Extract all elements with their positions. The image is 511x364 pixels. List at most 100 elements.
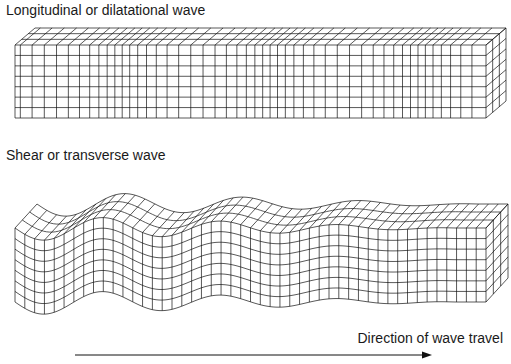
grid-line [211, 198, 233, 222]
grid-line [35, 28, 506, 29]
grid-line [130, 28, 150, 45]
grid-line [486, 28, 506, 45]
grid-line [79, 28, 99, 45]
grid-line [15, 86, 486, 87]
grid-line [99, 28, 119, 45]
grid-line [508, 204, 509, 278]
grid-line [299, 230, 300, 304]
grid-line [211, 222, 212, 296]
grid-line [215, 45, 216, 118]
grid-line [457, 204, 479, 228]
grid-line [407, 229, 408, 303]
grid-line [270, 209, 292, 233]
grid-line [486, 225, 508, 249]
grid-line [231, 198, 253, 222]
grid-line [500, 212, 501, 286]
grid-line [260, 207, 282, 231]
grid-line [313, 45, 314, 118]
grid-line [113, 219, 114, 293]
grid-line [35, 215, 57, 239]
grid-line [368, 228, 369, 302]
grid-line [251, 204, 273, 228]
grid-line [25, 210, 47, 234]
grid-line [262, 45, 263, 118]
grid-line [441, 28, 461, 45]
grid-line [384, 28, 404, 45]
grid-line [471, 45, 472, 118]
grid-line [226, 45, 227, 118]
grid-line [64, 210, 86, 234]
grid-line [94, 195, 116, 219]
grid-line [203, 28, 223, 45]
grid-line [394, 28, 414, 45]
grid-line [79, 45, 80, 118]
grid-line [486, 59, 506, 76]
grid-line [410, 45, 411, 118]
grid-line [254, 45, 255, 118]
grid-line [486, 204, 508, 228]
grid-line [362, 28, 382, 45]
grid-line [44, 240, 45, 314]
grid-line [417, 229, 418, 303]
grid-line [329, 201, 351, 225]
grid-line [98, 45, 99, 118]
grid-line [337, 28, 357, 45]
grid-line [486, 70, 506, 87]
grid-line [425, 28, 445, 45]
grid-line [236, 45, 237, 118]
grid-line [388, 206, 410, 230]
grid-line [15, 45, 16, 118]
grid-line [138, 28, 158, 45]
grid-line [162, 237, 163, 311]
grid-line [152, 236, 153, 310]
travel-arrow-shaft [75, 355, 424, 356]
grid-line [15, 28, 35, 45]
grid-line [250, 228, 251, 302]
grid-line [178, 45, 179, 118]
grid-curve [37, 194, 508, 217]
grid-line [107, 45, 108, 118]
grid-line [427, 204, 449, 228]
grid-line [309, 228, 310, 302]
grid-line [44, 45, 45, 118]
grid-line [393, 45, 394, 118]
grid-line [20, 28, 40, 45]
grid-line [15, 97, 486, 98]
grid-line [226, 28, 246, 45]
grid-curve [15, 239, 486, 262]
grid-line [143, 209, 165, 233]
travel-arrow-head [422, 352, 432, 359]
grid-line [57, 28, 77, 45]
grid-line [506, 28, 507, 101]
grid-line [294, 28, 314, 45]
grid-line [93, 219, 94, 293]
grid-line [74, 204, 96, 228]
grid-line [349, 201, 371, 225]
grid-line [103, 218, 104, 292]
grid-line [279, 233, 280, 307]
grid-line [270, 45, 271, 118]
grid-line [122, 45, 123, 118]
grid-line [152, 212, 174, 236]
grid-line [408, 205, 430, 229]
grid-line [337, 45, 338, 118]
grid-line [15, 65, 486, 66]
grid-line [68, 45, 69, 118]
grid-line [54, 238, 55, 312]
grid-line [162, 213, 184, 237]
grid-line [89, 45, 90, 118]
grid-curve [15, 228, 486, 251]
grid-line [103, 194, 125, 218]
grid-line [246, 45, 247, 118]
grid-line [378, 229, 379, 303]
grid-line [433, 45, 434, 118]
grid-line [486, 215, 508, 239]
grid-line [129, 45, 130, 118]
grid-line [486, 278, 508, 302]
grid-line [203, 45, 204, 118]
grid-line [348, 225, 349, 299]
grid-line [156, 28, 176, 45]
grid-line [260, 231, 261, 305]
grid-line [246, 28, 266, 45]
